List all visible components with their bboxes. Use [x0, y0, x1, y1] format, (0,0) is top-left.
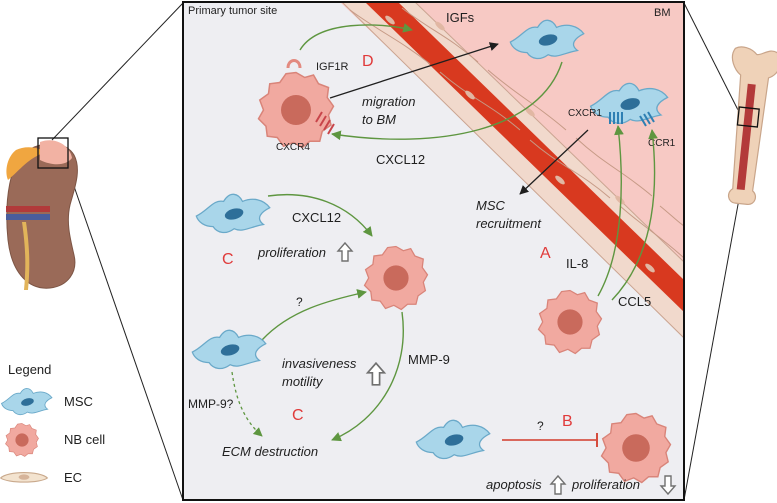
ecm-label: ECM destruction [222, 444, 318, 459]
letter-d: D [362, 53, 374, 70]
invasiveness-label: invasiveness [282, 356, 357, 371]
mmp9-arrow [331, 311, 404, 442]
bm-label: BM [654, 7, 671, 19]
question-b: ? [537, 419, 544, 433]
cxcr4-receptor-icon [315, 111, 335, 135]
cxcl12-mid-arrow [267, 193, 373, 237]
mmp9-label: MMP-9 [408, 352, 450, 367]
main-panel [183, 2, 684, 500]
igfs-label: IGFs [446, 10, 475, 25]
nb-cell-d [257, 59, 335, 149]
legend-nb-icon [5, 423, 39, 457]
zoom-line-bm-top [683, 2, 739, 111]
cxcl12-top-arrow [331, 61, 563, 141]
zoom-line-bottom [67, 168, 184, 501]
apoptosis-label: apoptosis [486, 477, 542, 492]
il8-arrow [597, 125, 624, 297]
ec-nuclei [385, 15, 655, 273]
mmp9q-label: MMP-9? [188, 397, 234, 411]
question-mid: ? [296, 295, 303, 309]
question-arrow [261, 289, 367, 341]
cxcr1-label: CXCR1 [568, 108, 602, 119]
igf1r-label: IGF1R [316, 61, 348, 73]
igf-arrow [299, 23, 413, 51]
endothelial-lining [349, 7, 684, 259]
ccr1-label: CCR1 [648, 138, 676, 149]
proliferation-down-label: proliferation [571, 477, 640, 492]
cxcl12-top-label: CXCL12 [376, 152, 425, 167]
kidney-zoom-box [37, 137, 69, 169]
il8-label: IL-8 [566, 256, 588, 271]
letter-a: A [540, 245, 551, 262]
migration-line1: migration [362, 94, 415, 109]
migration-arrow [329, 42, 499, 99]
primary-site-label: Primary tumor site [188, 5, 277, 17]
letter-b: B [562, 413, 573, 430]
ccl5-label: CCL5 [618, 294, 651, 309]
cxcl12-mid-label: CXCL12 [292, 210, 341, 225]
legend-ec-icon [0, 472, 48, 483]
msc-cell-receptors [589, 82, 669, 127]
cxcr1-receptor-icon [609, 112, 623, 124]
legend-msc-label: MSC [64, 394, 93, 409]
msc-recruitment-line1: MSC [476, 198, 506, 213]
legend-title: Legend [8, 362, 51, 377]
legend-nb-label: NB cell [64, 432, 105, 447]
migration-line2: to BM [362, 112, 396, 127]
legend-msc-icon [1, 388, 53, 416]
ccl5-arrow [611, 129, 658, 301]
bone-icon [728, 46, 777, 205]
letter-c1: C [222, 251, 234, 268]
msc-recruitment-line2: recruitment [476, 216, 542, 231]
letter-c2: C [292, 407, 304, 424]
proliferation-up-label: proliferation [257, 245, 326, 260]
motility-label: motility [282, 374, 324, 389]
vessel-wall [341, 2, 684, 339]
panel-frame [182, 1, 685, 501]
legend-ec-label: EC [64, 470, 82, 485]
msc-recruitment-arrow [519, 129, 589, 195]
bone-zoom-box [736, 106, 760, 128]
cxcr4-label: CXCR4 [276, 142, 310, 153]
ccr1-receptor-icon [639, 111, 655, 127]
mmp9q-arrow [231, 371, 263, 437]
zoom-line-top [51, 2, 184, 141]
legend: Legend MSC NB cell EC [0, 362, 105, 485]
kidney-icon [6, 137, 78, 290]
igf1r-receptor-icon [286, 59, 302, 69]
blood-vessel [365, 2, 684, 312]
